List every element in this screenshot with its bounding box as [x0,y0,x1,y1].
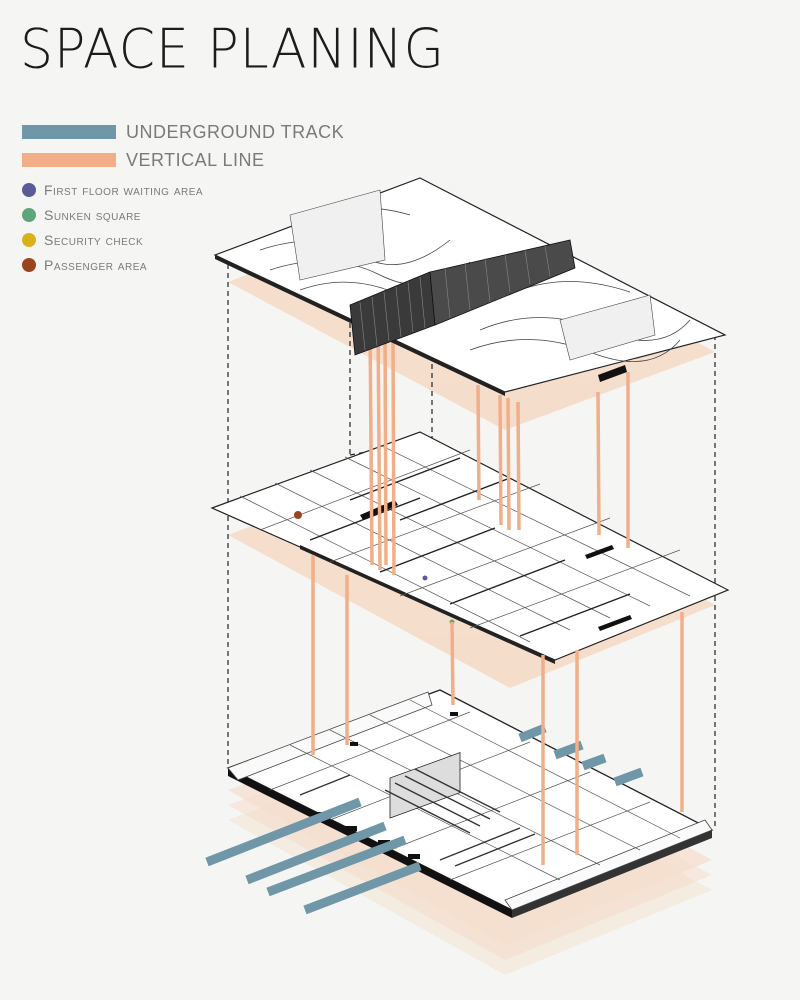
top-level [213,177,727,396]
legend-label: Passenger area [44,257,148,273]
passenger-area-dot [22,258,36,272]
legend-label: UNDERGROUND TRACK [126,121,345,142]
legend-label: Security check [44,232,144,248]
vertical-lines [311,321,684,865]
legend-label: Sunken square [44,207,141,223]
waiting-area-marker [422,575,428,581]
legend-underground-track: UNDERGROUND TRACK [22,121,345,142]
security-check-dot [22,233,36,247]
legend-passenger-area: Passenger area [22,256,147,274]
legend-sunken-square: Sunken square [22,206,141,224]
middle-level [210,431,730,664]
legend-label: VERTICAL LINE [126,149,265,170]
underground-tracks [205,723,644,915]
vertical-line-swatch [22,153,116,167]
waiting-area-dot [22,183,36,197]
passenger-area-marker [294,511,302,519]
sunken-square-dot [22,208,36,222]
legend-label: First floor waiting area [44,182,204,198]
underground-level [226,689,714,918]
underground-track-swatch [22,125,116,139]
legend-first-floor-waiting-area: First floor waiting area [22,181,203,199]
legend-security-check: Security check [22,231,143,249]
page-title: SPACE PLANING [20,18,445,81]
legend-vertical-line: VERTICAL LINE [22,149,265,170]
